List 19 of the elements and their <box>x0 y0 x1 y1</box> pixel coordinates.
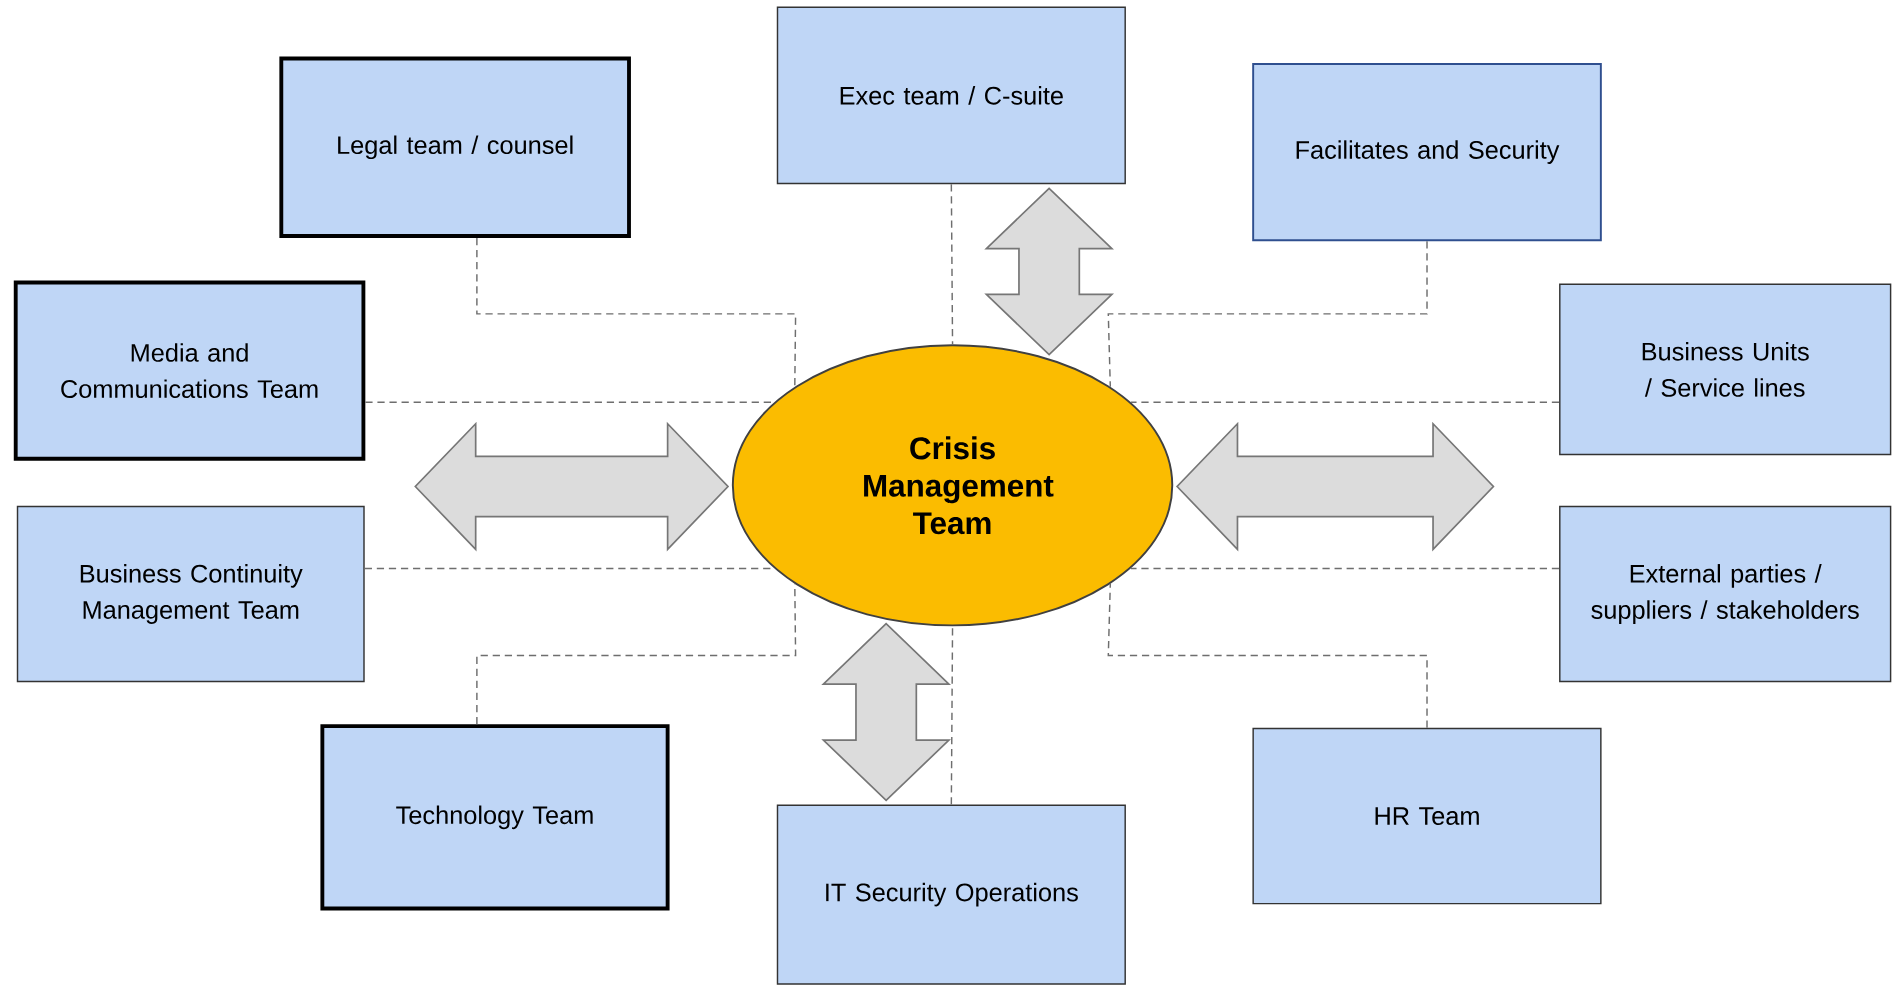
team-box: Technology Team <box>320 724 670 911</box>
team-box: External parties / suppliers / stakeholders <box>1559 505 1892 683</box>
connector-line <box>950 183 954 346</box>
connector-line <box>476 237 797 388</box>
team-box: Media and Communications Team <box>13 280 366 461</box>
team-box: Business Continuity Management Team <box>16 505 365 683</box>
team-box: IT Security Operations <box>776 804 1126 985</box>
connector-line <box>950 625 954 806</box>
team-box: Exec team / C-suite <box>776 6 1126 185</box>
connector-line <box>1130 567 1560 570</box>
double-arrow <box>984 187 1114 357</box>
team-box: Facilitates and Security <box>1252 63 1602 242</box>
team-box: HR Team <box>1252 728 1602 905</box>
connector-line <box>1107 583 1428 729</box>
connector-line <box>1130 401 1560 404</box>
team-box: Business Units / Service lines <box>1559 283 1892 456</box>
team-box: Legal team / counsel <box>279 56 631 239</box>
double-arrow <box>414 421 730 552</box>
connector-line <box>1107 240 1428 388</box>
